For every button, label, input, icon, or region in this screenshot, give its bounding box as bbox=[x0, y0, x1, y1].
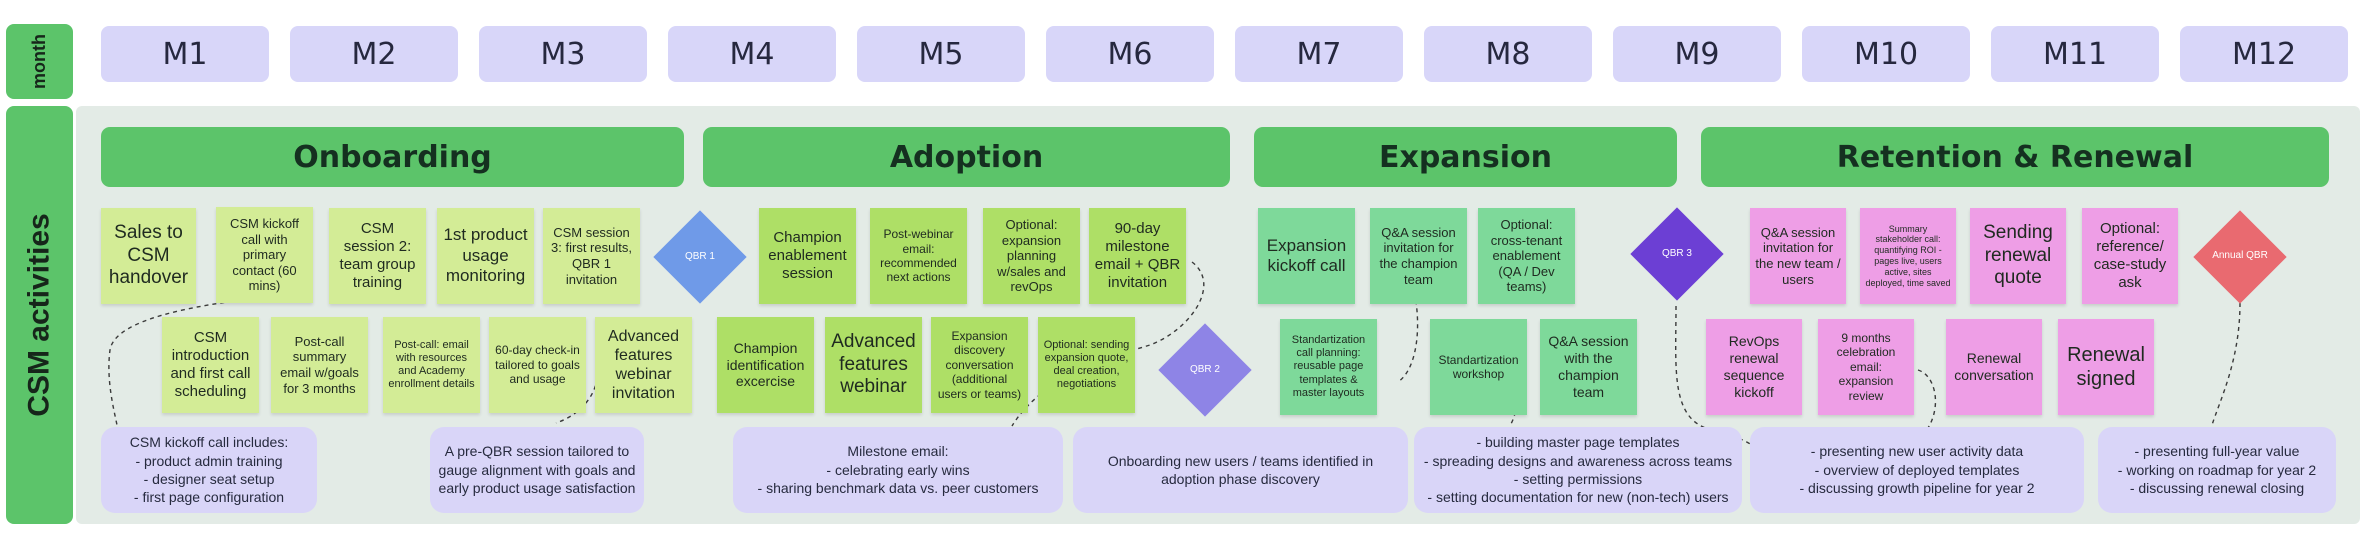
note-optional-cross-tenant: Optional: cross-tenant enablement (QA / … bbox=[1478, 208, 1575, 304]
month-m8: M8 bbox=[1424, 26, 1592, 82]
note-csm-session-3: CSM session 3: first results, QBR 1 invi… bbox=[543, 208, 640, 304]
note-advanced-features-webinar: Advanced features webinar bbox=[825, 317, 922, 413]
note-qa-invitation-new: Q&A session invitation for the new team … bbox=[1750, 208, 1846, 304]
note-renewal-signed: Renewal signed bbox=[2058, 319, 2154, 415]
note-standardization-workshop: Standartization workshop bbox=[1430, 319, 1527, 415]
month-row-label: month bbox=[28, 34, 49, 89]
callout-new-user-activity: - presenting new user activity data - ov… bbox=[1750, 427, 2084, 513]
note-optional-sending-quote: Optional: sending expansion quote, deal … bbox=[1038, 317, 1135, 413]
month-m12: M12 bbox=[2180, 26, 2348, 82]
note-sales-handover: Sales to CSM handover bbox=[101, 208, 196, 304]
note-post-call-email: Post-call: email with resources and Acad… bbox=[383, 317, 480, 413]
phase-adoption: Adoption bbox=[703, 127, 1230, 187]
qbr1-label: QBR 1 bbox=[684, 251, 715, 262]
month-m1: M1 bbox=[101, 26, 269, 82]
month-m6: M6 bbox=[1046, 26, 1214, 82]
note-csm-introduction: CSM introduction and first call scheduli… bbox=[162, 317, 259, 413]
note-sending-renewal-quote: Sending renewal quote bbox=[1970, 208, 2066, 304]
note-post-webinar-email: Post-webinar email: recommended next act… bbox=[870, 208, 967, 304]
callout-kickoff-includes: CSM kickoff call includes: - product adm… bbox=[101, 427, 317, 513]
annual-qbr-label: Annual QBR bbox=[2212, 250, 2268, 261]
note-optional-reference: Optional: reference/ case-study ask bbox=[2082, 208, 2178, 304]
note-optional-expansion-planning: Optional: expansion planning w/sales and… bbox=[983, 208, 1080, 304]
phase-onboarding: Onboarding bbox=[101, 127, 684, 187]
callout-pre-qbr: A pre-QBR session tailored to gauge alig… bbox=[430, 427, 644, 513]
note-expansion-kickoff: Expansion kickoff call bbox=[1258, 208, 1355, 304]
note-revops-renewal: RevOps renewal sequence kickoff bbox=[1706, 319, 1802, 415]
callout-onboarding-new-users: Onboarding new users / teams identified … bbox=[1073, 427, 1408, 513]
note-renewal-conversation: Renewal conversation bbox=[1946, 319, 2042, 415]
activities-row-label: CSM activities bbox=[22, 213, 56, 417]
note-csm-session-2: CSM session 2: team group training bbox=[329, 208, 426, 304]
month-m5: M5 bbox=[857, 26, 1025, 82]
note-90-day-milestone: 90-day milestone email + QBR invitation bbox=[1089, 208, 1186, 304]
month-m11: M11 bbox=[1991, 26, 2159, 82]
note-post-call-summary: Post-call summary email w/goals for 3 mo… bbox=[271, 317, 368, 413]
qbr3-label: QBR 3 bbox=[1661, 248, 1692, 259]
month-m7: M7 bbox=[1235, 26, 1403, 82]
note-celebration-9-months: 9 months celebration email: expansion re… bbox=[1818, 319, 1914, 415]
qbr2-label: QBR 2 bbox=[1189, 364, 1220, 375]
month-m10: M10 bbox=[1802, 26, 1970, 82]
callout-master-templates: - building master page templates - sprea… bbox=[1414, 427, 1742, 513]
note-advanced-webinar-invitation: Advanced features webinar invitation bbox=[595, 317, 692, 413]
month-m2: M2 bbox=[290, 26, 458, 82]
callout-full-year-value: - presenting full-year value - working o… bbox=[2098, 427, 2336, 513]
activities-row-header: CSM activities bbox=[6, 106, 73, 524]
note-qa-invitation-champion: Q&A session invitation for the champion … bbox=[1370, 208, 1467, 304]
month-m3: M3 bbox=[479, 26, 647, 82]
month-m9: M9 bbox=[1613, 26, 1781, 82]
note-expansion-discovery: Expansion discovery conversation (additi… bbox=[931, 317, 1028, 413]
note-standardization-planning: Standartization call planning: reusable … bbox=[1280, 319, 1377, 415]
note-champion-identification: Champion identification excercise bbox=[717, 317, 814, 413]
phase-expansion: Expansion bbox=[1254, 127, 1677, 187]
note-qa-with-champion: Q&A session with the champion team bbox=[1540, 319, 1637, 415]
note-summary-stakeholder: Summary stakeholder call: quantifying RO… bbox=[1860, 208, 1956, 304]
note-champion-enablement: Champion enablement session bbox=[759, 208, 856, 304]
month-m4: M4 bbox=[668, 26, 836, 82]
note-csm-kickoff-call: CSM kickoff call with primary contact (6… bbox=[216, 207, 313, 303]
callout-milestone-email: Milestone email: - celebrating early win… bbox=[733, 427, 1063, 513]
month-row-header: month bbox=[6, 24, 73, 99]
note-60-day-checkin: 60-day check-in tailored to goals and us… bbox=[489, 317, 586, 413]
note-first-product-usage: 1st product usage monitoring bbox=[437, 208, 534, 304]
phase-retention-renewal: Retention & Renewal bbox=[1701, 127, 2329, 187]
